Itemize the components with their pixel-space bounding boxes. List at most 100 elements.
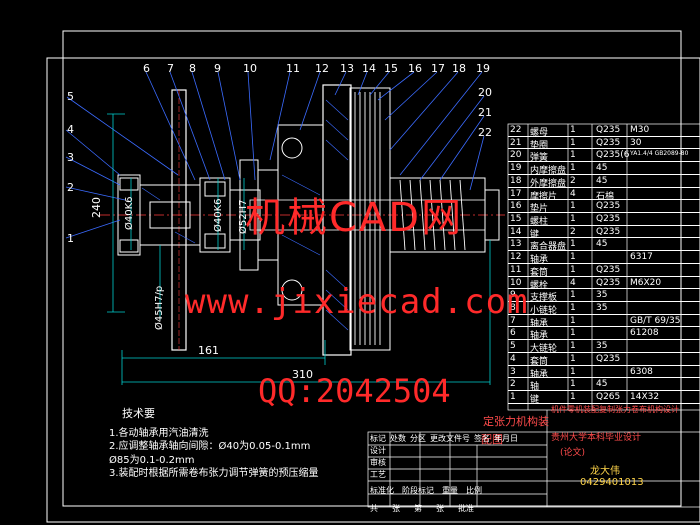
inner-frame (62, 30, 682, 507)
bom-cell-qty: 1 (570, 125, 576, 135)
bom-cell-name: 离合器盘 (530, 242, 567, 253)
bom-cell-mat: Q235 (596, 353, 621, 364)
bom-cell-mat: 45 (596, 175, 608, 186)
bom-cell-mat: 35 (596, 290, 608, 301)
tb-footer-item: 第 (414, 504, 422, 513)
bom-cell-qty: 2 (570, 175, 576, 186)
bom-cell-no: 14 (510, 226, 522, 237)
bom-cell-mat: Q235 (596, 264, 621, 275)
part-number-22: 22 (478, 126, 492, 139)
tech-requirement-line: 1.各动轴承用汽油清洗 (109, 428, 209, 439)
part-number-14: 14 (362, 62, 376, 75)
bom-cell-no: 7 (510, 315, 516, 326)
tb-approve: 批准 (458, 504, 474, 513)
tb-header: 签名 (474, 434, 490, 443)
part-number-6: 6 (143, 62, 150, 75)
tb-footer-item: 张 (436, 504, 444, 513)
bom-cell-spec: GB/T 69/35 (630, 315, 681, 326)
bom-cell-mat: Q235 (596, 277, 621, 288)
tb-row-label: 设计 (370, 446, 386, 455)
bom-cell-mat: Q235 (596, 213, 621, 224)
tb-col: 重量 (442, 486, 458, 495)
bom-cell-qty: 1 (570, 264, 576, 275)
bom-cell-mat: 石棉 (596, 191, 615, 202)
bom-cell-name: 轴承 (530, 369, 549, 380)
part-number-2: 2 (67, 181, 74, 194)
watermark-line3: QQ:2042504 (258, 372, 451, 410)
part-number-8: 8 (189, 62, 196, 75)
tb-header: 处数 (390, 434, 406, 443)
bom-cell-spec: M6X20 (630, 277, 662, 288)
bom-cell-mat: 35 (596, 302, 608, 313)
bom-cell-name: 支撑板 (530, 293, 558, 304)
bom-cell-no: 20 (510, 150, 522, 161)
dim-240: 240 (90, 197, 103, 218)
bom-cell-name: 轴承 (530, 255, 549, 266)
part-number-18: 18 (452, 62, 466, 75)
dim-d45h7: Ø45H7/p (154, 285, 165, 330)
tech-requirement-line: 2.应调整轴承轴向间隙：Ø40为0.05-0.1mm (109, 441, 311, 452)
part-number-10: 10 (243, 62, 257, 75)
bom-cell-mat: Q235 (596, 226, 621, 237)
bom-cell-name: 轴承 (530, 331, 549, 342)
bom-cell-mat: Q235(65Mn) (596, 150, 629, 161)
part-number-4: 4 (67, 123, 74, 136)
bom-cell-no: 15 (510, 213, 522, 224)
author-name: 龙大伟 (590, 466, 620, 477)
bom-cell-no: 4 (510, 353, 516, 364)
dim-310: 310 (292, 368, 313, 381)
bom-cell-name: 垫圈 (530, 140, 549, 151)
bom-cell-qty: 1 (570, 252, 576, 263)
bom-cell-qty: 1 (570, 366, 576, 377)
tb-col: 标准化 (370, 486, 394, 495)
bom-table: 22螺母1Q235M3021垫圈1Q2353020弹簧1Q235(65Mn)YA… (508, 124, 700, 410)
bom-cell-name: 弹簧 (530, 153, 549, 164)
bom-cell-name: 轴 (530, 382, 540, 393)
tb-header: 更改文件号 (430, 434, 470, 443)
part-number-12: 12 (315, 62, 329, 75)
bom-cell-qty: 4 (570, 188, 576, 199)
tb-footer-item: 张 (392, 504, 400, 513)
title-block: 标记 处数 分区 更改文件号 签名 年月日 设计 审核 工艺 标准化 阶段标记 … (370, 433, 546, 515)
bom-cell-qty: 1 (570, 302, 576, 313)
dimension-lines (107, 113, 491, 385)
bom-cell-no: 3 (510, 366, 516, 377)
dim-d40k6-left: Ø40K6 (124, 196, 135, 230)
bom-cell-name: 套筒 (530, 356, 549, 367)
part-number-9: 9 (214, 62, 221, 75)
bom-cell-no: 13 (510, 239, 522, 250)
bom-cell-spec: 6308 (630, 366, 653, 377)
bom-cell-no: 1 (510, 391, 516, 402)
bom-cell-no: 22 (510, 125, 522, 135)
bom-cell-qty: 1 (570, 163, 576, 174)
bom-cell-spec: YA1.4/4 GB2089-80 (630, 150, 689, 158)
bom-cell-no: 19 (510, 163, 522, 174)
outer-frame (46, 57, 700, 523)
bom-cell-name: 内摩擦盘 (530, 166, 567, 177)
tech-requirements-title: 技术要 (122, 407, 155, 420)
tb-header: 标记 (370, 434, 386, 443)
tb-header: 分区 (410, 434, 426, 443)
bom-cell-name: 螺柱 (530, 216, 549, 227)
watermark-line2: www.jixiecad.com (185, 282, 529, 322)
tb-footer-item: 共 (370, 504, 378, 513)
project-title-a: 定张力机构装 (483, 415, 549, 428)
bom-row: 3 轴承 1 6308 (508, 366, 700, 380)
title-block-grid (367, 410, 700, 508)
part-number-13: 13 (340, 62, 354, 75)
bom-cell-no: 21 (510, 137, 522, 148)
